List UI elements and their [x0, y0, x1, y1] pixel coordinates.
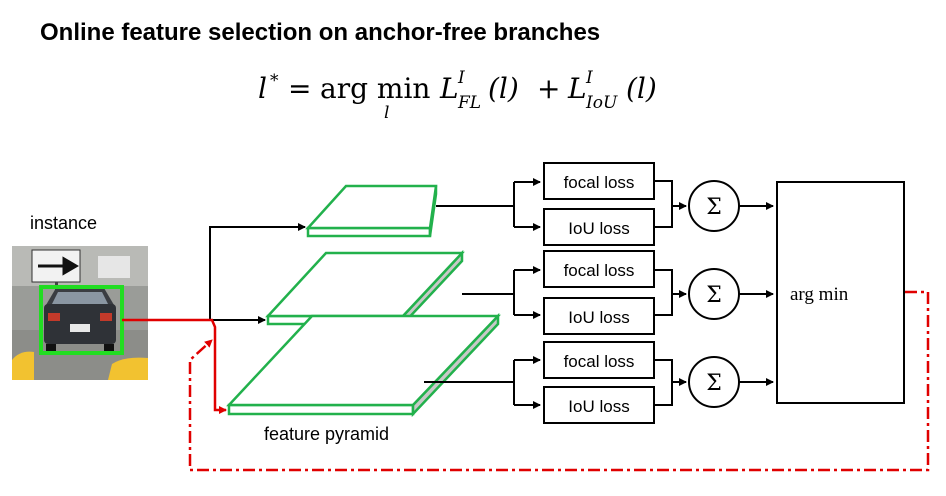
argmin-box: [776, 181, 905, 404]
formula-L1: L: [439, 72, 459, 105]
car: [44, 288, 116, 352]
sum-symbol-2: Σ: [706, 283, 722, 308]
branch-1: focal loss IoU loss Σ: [436, 162, 774, 246]
formula-eq: =: [288, 72, 311, 105]
iou-loss-label-2: IoU loss: [568, 308, 629, 327]
formula-sup-I2: I: [585, 68, 593, 88]
formula-plus: +: [537, 72, 560, 105]
instance-label: instance: [30, 213, 97, 233]
taxi: [12, 351, 148, 380]
formula-arg2: (l): [626, 72, 657, 105]
formula-argmin: arg min: [320, 72, 430, 105]
instance-image: [12, 246, 148, 380]
iou-loss-box-1: [543, 208, 655, 246]
focal-loss-label-3: focal loss: [564, 352, 635, 371]
pyramid-layer-bottom: [226, 312, 501, 418]
formula-sub-IoU: IoU: [585, 93, 618, 113]
input-connectors: [122, 223, 306, 414]
pyramid-layer-middle: [265, 249, 465, 328]
sum-symbol-1: Σ: [706, 195, 722, 220]
road-sign-arrow-icon: [31, 249, 81, 292]
focal-loss-label-1: focal loss: [564, 173, 635, 192]
formula-star: *: [270, 71, 279, 91]
formula-lhs: l: [258, 72, 267, 105]
formula-L2: L: [567, 72, 587, 105]
formula: l * = arg min l L I FL (l) + L I IoU (l): [258, 68, 657, 123]
formula-sub-l: l: [384, 103, 389, 123]
branch-2: focal loss IoU loss Σ: [462, 250, 774, 335]
formula-sup-I1: I: [457, 68, 465, 88]
branch-3: focal loss IoU loss Σ: [424, 341, 774, 424]
sum-symbol-3: Σ: [706, 371, 722, 396]
focal-loss-label-2: focal loss: [564, 261, 635, 280]
argmin-label: arg min: [790, 284, 849, 305]
iou-loss-label-1: IoU loss: [568, 219, 629, 238]
pyramid-layer-top: [305, 184, 438, 238]
focal-loss-box-2: [543, 250, 655, 288]
pyramid-label: feature pyramid: [264, 424, 389, 444]
diagram-title: Online feature selection on anchor-free …: [40, 19, 600, 46]
formula-arg1: (l): [488, 72, 519, 105]
formula-sub-FL: FL: [457, 93, 481, 113]
iou-loss-box-3: [543, 386, 655, 424]
feedback-loop: [188, 290, 930, 472]
iou-loss-label-3: IoU loss: [568, 397, 629, 416]
